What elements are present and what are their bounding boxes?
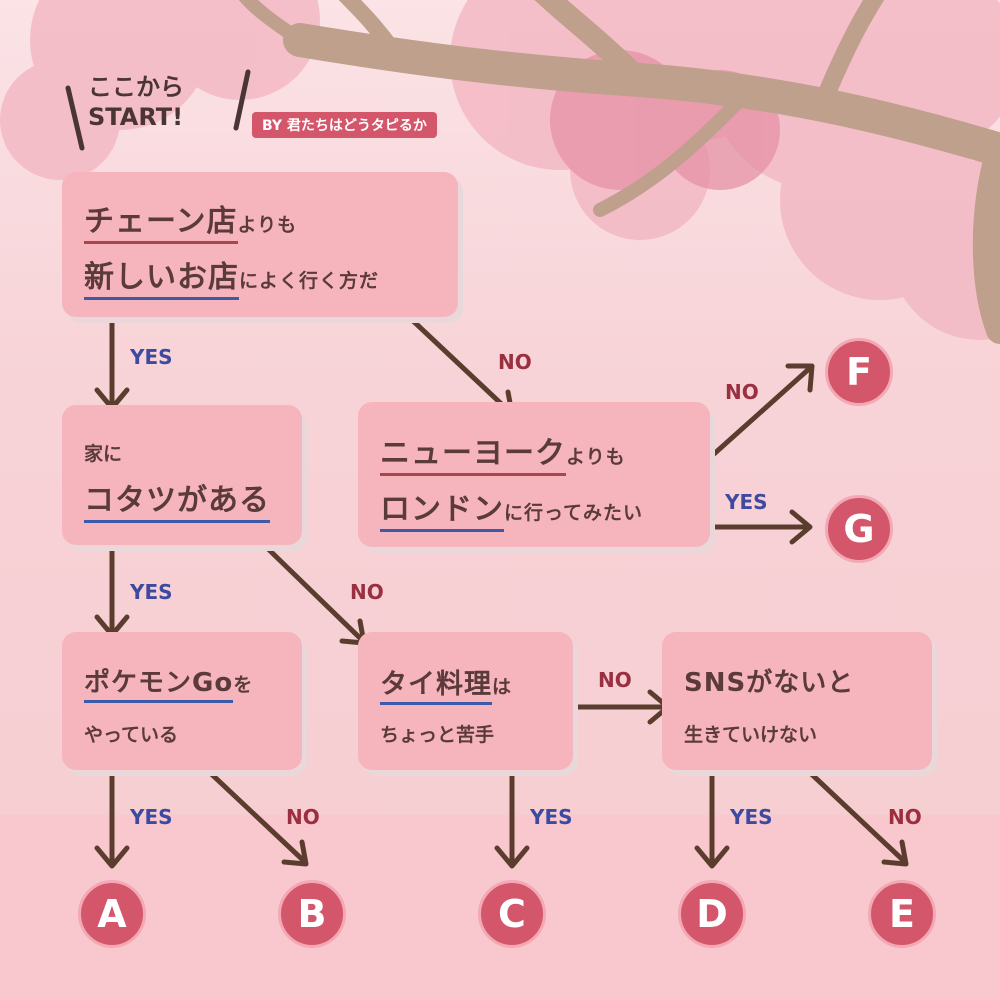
edge-label-q6-no: NO <box>888 805 922 829</box>
result-f: F <box>825 338 893 406</box>
q2-keyword: コタツがある <box>84 483 270 523</box>
q6-text-2: 生きていけない <box>684 724 818 746</box>
q4-text-2: やっている <box>84 724 179 746</box>
question-node-6: SNSがないと 生きていけない <box>662 632 932 770</box>
q3-text-2: に行ってみたい <box>504 502 644 524</box>
edge-label-q3-no: NO <box>725 380 759 404</box>
q1-keyword-1: チェーン店 <box>84 204 238 244</box>
result-c: C <box>478 880 546 948</box>
edge-label-q5-no: NO <box>598 668 632 692</box>
q5-text-2: ちょっと苦手 <box>380 724 495 746</box>
edge-label-q6-yes: YES <box>730 805 773 829</box>
question-node-2: 家に コタツがある <box>62 405 302 545</box>
q3-keyword-1: ニューヨーク <box>380 436 566 476</box>
edge-label-q4-yes: YES <box>130 805 173 829</box>
flow-arrows <box>94 315 909 869</box>
question-node-5: タイ料理は ちょっと苦手 <box>358 632 573 770</box>
start-label-line2: START! <box>88 103 184 131</box>
question-node-4: ポケモンGoを やっている <box>62 632 302 770</box>
edge-label-q2-no: NO <box>350 580 384 604</box>
q4-keyword: ポケモンGo <box>84 668 234 703</box>
result-g: G <box>825 495 893 563</box>
byline-badge: BY 君たちはどうタピるか <box>252 112 437 138</box>
edge-label-q5-yes: YES <box>530 805 573 829</box>
q1-text-1: よりも <box>237 214 298 236</box>
q1-keyword-2: 新しいお店 <box>84 260 239 300</box>
edge-label-q3-yes: YES <box>725 490 768 514</box>
start-label-line1: ここから <box>88 73 184 101</box>
result-a: A <box>78 880 146 948</box>
q4-text-1: を <box>233 674 254 696</box>
edge-label-q1-yes: YES <box>130 345 173 369</box>
q1-text-2: によく行く方だ <box>239 270 380 292</box>
result-b: B <box>278 880 346 948</box>
q5-text-1: は <box>492 676 513 698</box>
edge-label-q4-no: NO <box>286 805 320 829</box>
edge-label-q1-no: NO <box>498 350 532 374</box>
question-node-1: チェーン店よりも 新しいお店によく行く方だ <box>62 172 458 317</box>
q3-text-1: よりも <box>566 446 626 468</box>
q6-text-1: SNSがないと <box>684 668 855 698</box>
q3-keyword-2: ロンドン <box>380 492 504 532</box>
result-d: D <box>678 880 746 948</box>
edge-label-q2-yes: YES <box>130 580 173 604</box>
q2-text-1: 家に <box>84 443 123 465</box>
result-e: E <box>868 880 936 948</box>
start-label: ここから START! <box>88 72 184 132</box>
q5-keyword: タイ料理 <box>380 669 492 705</box>
question-node-3: ニューヨークよりも ロンドンに行ってみたい <box>358 402 710 547</box>
